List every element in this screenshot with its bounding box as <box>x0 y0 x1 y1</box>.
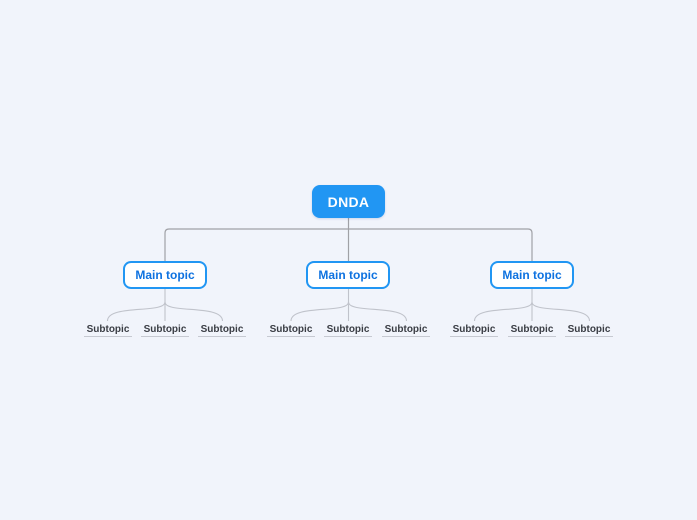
subtopic-node-1-3[interactable]: Subtopic <box>198 324 246 337</box>
subtopic-node-2-3[interactable]: Subtopic <box>382 324 430 337</box>
subtopic-node-1-1[interactable]: Subtopic <box>84 324 132 337</box>
subtopic-node-3-1[interactable]: Subtopic <box>450 324 498 337</box>
main-topic-node-3[interactable]: Main topic <box>490 261 574 289</box>
main-topic-node-1[interactable]: Main topic <box>123 261 207 289</box>
subtopic-node-3-2[interactable]: Subtopic <box>508 324 556 337</box>
subtopic-node-2-2[interactable]: Subtopic <box>324 324 372 337</box>
root-topic-node[interactable]: DNDA <box>312 185 385 218</box>
subtopic-node-1-2[interactable]: Subtopic <box>141 324 189 337</box>
subtopic-node-2-1[interactable]: Subtopic <box>267 324 315 337</box>
subtopic-node-3-3[interactable]: Subtopic <box>565 324 613 337</box>
main-topic-node-2[interactable]: Main topic <box>306 261 390 289</box>
